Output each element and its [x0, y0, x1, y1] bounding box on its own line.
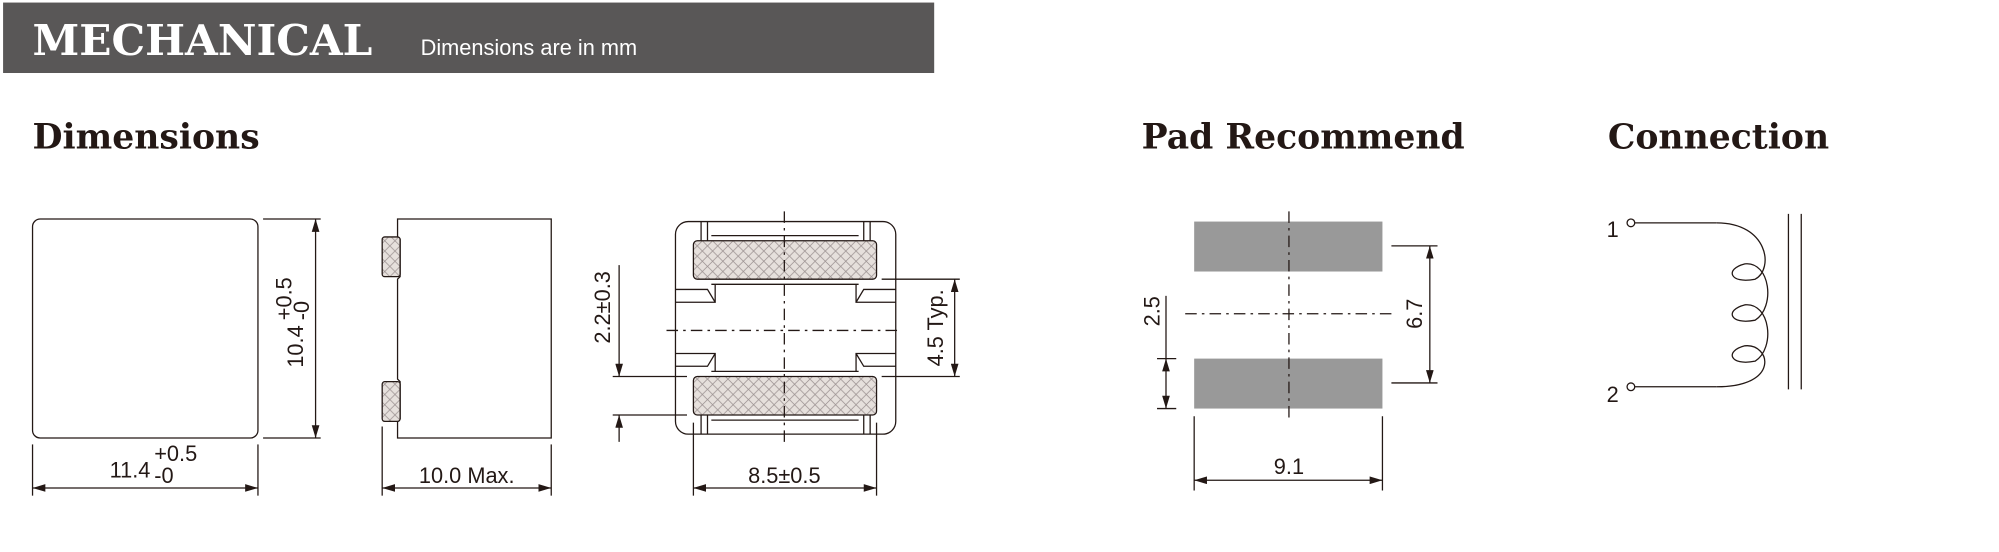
pad-height-dim: 2.5: [1140, 296, 1165, 326]
pin-1-label: 1: [1607, 217, 1619, 242]
header-title: MECHANICAL: [33, 15, 373, 65]
top-view: 10.4 +0.5 -0 11.4 +0.5 -0: [31, 218, 321, 496]
pin-2-label: 2: [1607, 382, 1619, 407]
inductor-schematic: 1 2: [1607, 213, 1802, 407]
side-view: 10.0 Max.: [381, 218, 552, 496]
height-dim: 10.4: [283, 325, 308, 367]
bottom-view: 2.2±0.3 4.5 Typ. 8.5±0.5: [590, 211, 960, 496]
terminal-gap-dim: 4.5 Typ.: [923, 289, 948, 366]
pad-bottom: [1194, 358, 1383, 409]
width-tol-plus: +0.5: [154, 441, 197, 466]
dimensions-title: Dimensions: [33, 118, 260, 158]
terminal-height-dim: 2.2±0.3: [590, 271, 615, 343]
width-dim: 11.4: [110, 458, 151, 483]
pad-layout: 6.7 2.5 9.1: [1140, 211, 1438, 491]
pad-recommend-title: Pad Recommend: [1142, 118, 1465, 158]
terminal-width-dim: 8.5±0.5: [748, 463, 820, 488]
header-bar: [3, 2, 935, 74]
pad-top: [1194, 221, 1383, 272]
header-subtitle: Dimensions are in mm: [421, 35, 638, 60]
depth-dim: 10.0 Max.: [419, 463, 515, 488]
height-tol-plus: +0.5: [271, 277, 296, 320]
pad-pitch-dim: 6.7: [1402, 299, 1427, 329]
connection-title: Connection: [1608, 118, 1829, 158]
pad-width-dim: 9.1: [1274, 454, 1304, 479]
height-tol-minus: -0: [289, 301, 314, 320]
width-tol-minus: -0: [154, 463, 173, 488]
